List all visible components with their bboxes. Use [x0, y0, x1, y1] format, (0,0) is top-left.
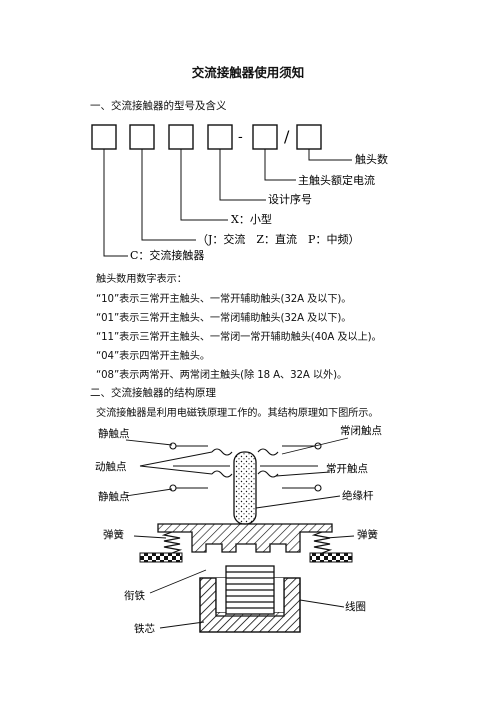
leader-contacts	[308, 149, 352, 161]
static-contact-bottom	[169, 484, 177, 492]
label-static-contact-top: 静触点	[98, 427, 130, 440]
label-design-no: 设计序号	[268, 192, 312, 206]
armature	[157, 523, 333, 553]
leader-ac-contactor	[103, 149, 128, 257]
leader-small	[180, 149, 228, 221]
label-spring-left: 弹簧	[103, 528, 124, 541]
label-moving-contact: 动触点	[95, 460, 127, 473]
coil	[225, 565, 275, 615]
digits-intro: 触头数用数字表示：	[96, 274, 187, 285]
label-armature: 衔铁	[124, 589, 145, 602]
model-slash: /	[284, 127, 290, 146]
spring-base-right	[309, 552, 353, 563]
static-contact-top	[169, 442, 177, 450]
normally-open-contact	[314, 484, 322, 492]
list-item: “08”表示两常开、两常闭主触头(除 18 A、32A 以外)。	[96, 370, 348, 381]
leader-design	[219, 149, 266, 201]
model-number-diagram: - / 触头数 主触头额定电流 设计序号 X：小型 （J：交流 Z：直流 P：中…	[91, 124, 388, 262]
page-title: 交流接触器使用须知	[191, 65, 305, 80]
list-item: “01”表示三常开主触头、一常闭辅助触头(32A 及以下)。	[96, 313, 352, 324]
list-item: “04”表示四常开主触头。	[96, 351, 210, 362]
label-static-contact-bottom: 静触点	[98, 490, 130, 503]
spring-left	[161, 531, 183, 554]
section2-heading: 二、交流接触器的结构原理	[90, 387, 216, 399]
label-normally-open: 常开触点	[326, 462, 368, 475]
section1-heading: 一、交流接触器的型号及含义	[90, 100, 227, 112]
label-rated-current: 主触头额定电流	[298, 173, 375, 187]
label-types: （J：交流 Z：直流 P：中频）	[197, 232, 359, 246]
label-small: X：小型	[231, 212, 272, 226]
label-contacts: 触头数	[355, 152, 388, 166]
insulating-rod	[233, 451, 257, 525]
label-spring-right: 弹簧	[357, 528, 378, 541]
list-item: “11”表示三常开主触头、一常闭一常开辅助触头(40A 及以上)。	[96, 332, 382, 343]
label-insulating-rod: 绝缘杆	[342, 489, 374, 502]
label-iron-core: 铁芯	[134, 622, 155, 635]
label-coil: 线圈	[345, 600, 366, 613]
section2-text: 交流接触器是利用电磁铁原理工作的。其结构原理如下图所示。	[96, 408, 379, 419]
leader-types	[141, 149, 196, 241]
label-ac-contactor: C：交流接触器	[130, 248, 204, 262]
list-item: “10”表示三常开主触头、一常开辅助触头(32A 及以下)。	[96, 294, 352, 305]
spring-right	[311, 531, 333, 554]
leader-rated	[264, 149, 296, 181]
model-dash: -	[238, 129, 243, 145]
label-normally-closed: 常闭触点	[340, 424, 382, 437]
spring-base-left	[139, 552, 183, 563]
